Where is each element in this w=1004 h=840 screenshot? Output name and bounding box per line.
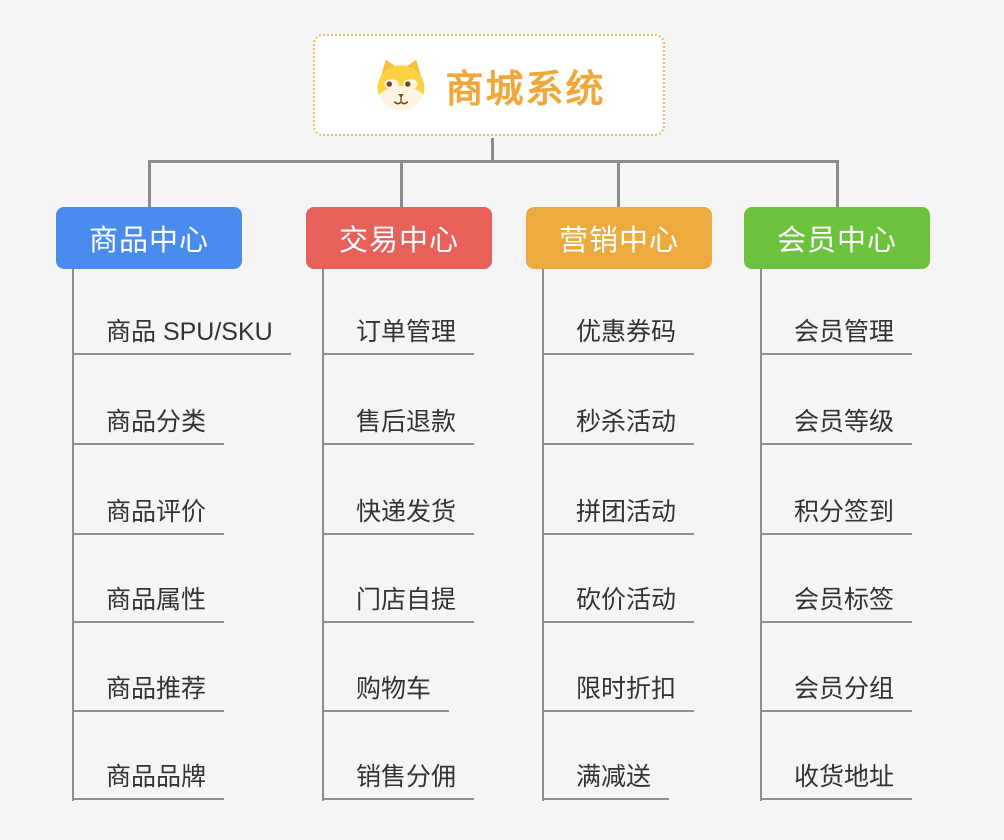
leaf-node[interactable]: 商品推荐 xyxy=(72,674,225,712)
leaf-node[interactable]: 商品分类 xyxy=(72,407,225,445)
branch-spine-line xyxy=(760,269,762,801)
root-node[interactable]: 商城系统 xyxy=(313,34,665,136)
leaf-node[interactable]: 购物车 xyxy=(322,674,450,712)
leaf-node[interactable]: 商品评价 xyxy=(72,497,225,535)
leaf-node[interactable]: 售后退款 xyxy=(322,407,475,445)
leaf-node[interactable]: 满减送 xyxy=(542,762,670,800)
branch-drop-line-4 xyxy=(836,162,839,207)
branch-node[interactable]: 会员中心 xyxy=(744,207,930,269)
leaf-node[interactable]: 限时折扣 xyxy=(542,674,695,712)
leaf-node[interactable]: 积分签到 xyxy=(760,497,913,535)
leaf-node[interactable]: 会员标签 xyxy=(760,585,913,623)
branch-node[interactable]: 商品中心 xyxy=(56,207,242,269)
tree-connector-horizontal xyxy=(148,160,839,163)
branch-drop-line-2 xyxy=(400,162,403,207)
dog-face-icon xyxy=(372,58,430,112)
branch-drop-line-1 xyxy=(148,162,151,207)
leaf-node[interactable]: 会员管理 xyxy=(760,317,913,355)
leaf-node[interactable]: 拼团活动 xyxy=(542,497,695,535)
leaf-node[interactable]: 会员等级 xyxy=(760,407,913,445)
leaf-node[interactable]: 订单管理 xyxy=(322,317,475,355)
branch-spine-line xyxy=(322,269,324,801)
root-title: 商城系统 xyxy=(445,68,606,111)
leaf-node[interactable]: 销售分佣 xyxy=(322,762,475,800)
branch-node[interactable]: 营销中心 xyxy=(526,207,712,269)
branch-spine-line xyxy=(542,269,544,801)
branch-spine-line xyxy=(72,269,74,801)
branch-node[interactable]: 交易中心 xyxy=(306,207,492,269)
root-connector-stub xyxy=(491,138,494,162)
leaf-node[interactable]: 秒杀活动 xyxy=(542,407,695,445)
leaf-node[interactable]: 快递发货 xyxy=(322,497,475,535)
leaf-node[interactable]: 砍价活动 xyxy=(542,585,695,623)
leaf-node[interactable]: 优惠券码 xyxy=(542,317,695,355)
leaf-node[interactable]: 收货地址 xyxy=(760,762,913,800)
leaf-node[interactable]: 门店自提 xyxy=(322,585,475,623)
leaf-node[interactable]: 商品 SPU/SKU xyxy=(72,317,291,355)
leaf-node[interactable]: 商品品牌 xyxy=(72,762,225,800)
leaf-node[interactable]: 商品属性 xyxy=(72,585,225,623)
branch-drop-line-3 xyxy=(617,162,620,207)
leaf-node[interactable]: 会员分组 xyxy=(760,674,913,712)
